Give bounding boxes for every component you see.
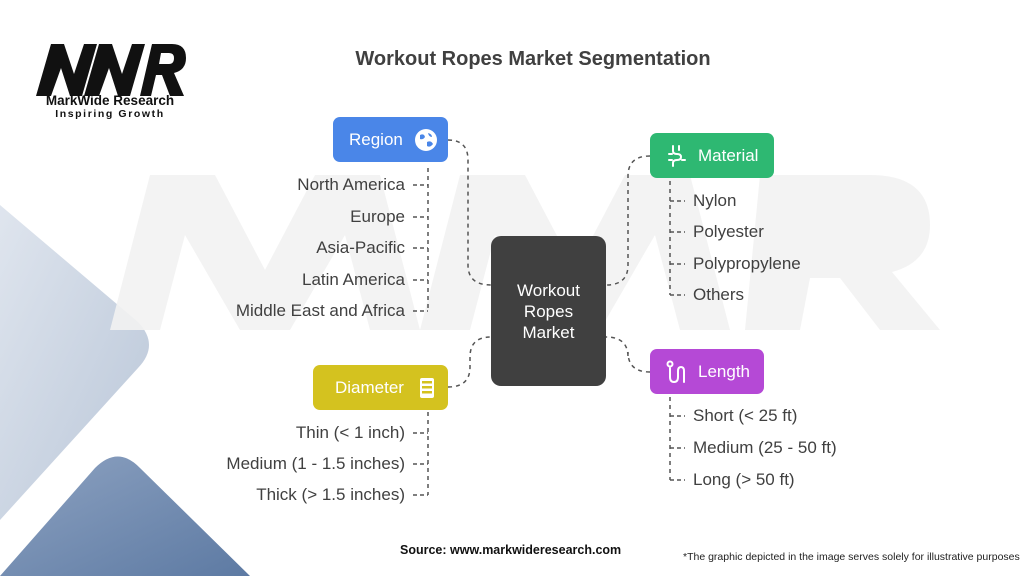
region-item: North America bbox=[297, 175, 405, 194]
bg-shape-dark bbox=[0, 456, 250, 576]
source-credit: Source: www.markwideresearch.com bbox=[400, 543, 622, 557]
segment-region-label: Region bbox=[349, 129, 403, 149]
diagram-title: Workout Ropes Market Segmentation bbox=[355, 48, 711, 70]
length-item: Medium (25 - 50 ft) bbox=[693, 438, 837, 457]
region-item: Europe bbox=[350, 207, 405, 226]
material-item: Polyester bbox=[693, 222, 764, 241]
disclaimer-note: *The graphic depicted in the image serve… bbox=[683, 551, 1020, 563]
jump-rope-icon bbox=[666, 360, 685, 383]
segment-length: Length bbox=[650, 349, 764, 394]
region-item: Latin America bbox=[302, 270, 405, 289]
material-item: Nylon bbox=[693, 191, 737, 210]
segment-diameter: Diameter bbox=[313, 365, 448, 410]
segment-material: Material bbox=[650, 133, 774, 178]
diameter-item: Thick (> 1.5 inches) bbox=[256, 485, 405, 504]
length-item: Short (< 25 ft) bbox=[693, 406, 798, 425]
brand-name: MarkWide Research bbox=[45, 93, 175, 108]
diameter-item: Thin (< 1 inch) bbox=[295, 423, 405, 442]
region-item: Middle East and Africa bbox=[235, 301, 405, 320]
material-item: Others bbox=[693, 285, 745, 304]
globe-icon bbox=[414, 128, 437, 151]
diameter-item: Medium (1 - 1.5 inches) bbox=[226, 454, 405, 473]
segment-region: Region bbox=[333, 117, 448, 162]
segment-diameter-label: Diameter bbox=[335, 377, 404, 397]
bg-shape-light bbox=[0, 205, 149, 520]
brand-tagline: Inspiring Growth bbox=[55, 108, 165, 120]
layers-icon bbox=[419, 377, 434, 398]
segment-length-label: Length bbox=[698, 361, 750, 381]
segment-material-label: Material bbox=[698, 145, 759, 165]
region-item: Asia-Pacific bbox=[316, 238, 405, 257]
coil-icon bbox=[668, 144, 686, 167]
length-item: Long (> 50 ft) bbox=[693, 470, 795, 489]
brand-logo-icon bbox=[36, 44, 186, 96]
center-node: Workout Ropes Market bbox=[491, 236, 606, 386]
watermark bbox=[110, 175, 940, 330]
material-item: Polypropylene bbox=[693, 254, 801, 273]
